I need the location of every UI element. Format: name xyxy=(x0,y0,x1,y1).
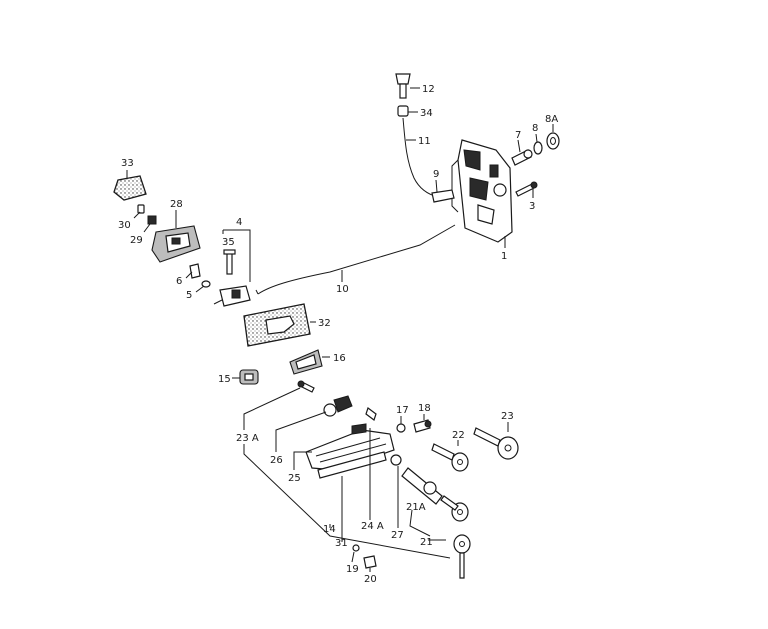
callout-29: 29 xyxy=(130,235,143,246)
callout-28: 28 xyxy=(170,199,183,210)
callout-30: 30 xyxy=(118,220,131,231)
lock-lever-part xyxy=(431,189,455,203)
nut-17-part xyxy=(396,423,406,433)
outer-handle-25-part xyxy=(305,423,395,471)
callout-23: 23 xyxy=(501,411,514,422)
washer-8a-part xyxy=(546,132,560,150)
screw-6-part xyxy=(189,263,201,279)
callout-17: 17 xyxy=(396,405,409,416)
callout-23a: 23 A xyxy=(236,433,259,444)
key-21a-part xyxy=(440,495,469,522)
callout-21a: 21A xyxy=(406,502,426,513)
callout-11: 11 xyxy=(418,136,431,147)
callout-18: 18 xyxy=(418,403,431,414)
callout-6: 6 xyxy=(176,276,182,287)
bolt-7-part xyxy=(511,149,533,166)
callout-9: 9 xyxy=(433,169,439,180)
key-22-part xyxy=(431,443,469,472)
lock-cylinder-part xyxy=(401,467,443,505)
callout-20: 20 xyxy=(364,574,377,585)
callout-7: 7 xyxy=(515,130,521,141)
pin-35-part xyxy=(223,249,236,275)
push-button-part xyxy=(395,73,411,99)
callout-24a: 24 A xyxy=(361,521,384,532)
callout-1: 1 xyxy=(501,251,507,262)
sleeve-part xyxy=(397,105,409,117)
key-23-part xyxy=(473,427,519,460)
cover-cap-part xyxy=(113,175,147,201)
clip-29-part xyxy=(147,215,157,225)
callout-35: 35 xyxy=(222,237,235,248)
screw-30-part xyxy=(137,204,145,214)
callout-19: 19 xyxy=(346,564,359,575)
callout-33: 33 xyxy=(121,158,134,169)
callout-15: 15 xyxy=(218,374,231,385)
screw-3-part xyxy=(515,181,538,197)
trim-ring-15-part xyxy=(239,369,259,385)
handle-seal-31-part xyxy=(317,451,387,479)
callout-25: 25 xyxy=(288,473,301,484)
bracket-26-part xyxy=(323,395,353,417)
connecting-rod-part xyxy=(255,224,456,295)
washer-5-part xyxy=(201,280,211,288)
callout-16: 16 xyxy=(333,353,346,364)
callout-26: 26 xyxy=(270,455,283,466)
washer-8-part xyxy=(533,141,543,155)
callout-27: 27 xyxy=(391,530,404,541)
screw-24a-part xyxy=(365,407,377,421)
callout-21: 21 xyxy=(420,537,433,548)
pull-rod-part xyxy=(402,117,439,198)
callout-10: 10 xyxy=(336,284,349,295)
callout-4: 4 xyxy=(236,217,242,228)
callout-3: 3 xyxy=(529,201,535,212)
clip-19-part xyxy=(352,544,360,552)
spring-27-part xyxy=(390,454,402,466)
callout-12: 12 xyxy=(422,84,435,95)
callout-8a: 8A xyxy=(545,114,558,125)
handle-bezel-part xyxy=(151,225,201,263)
padding-block-part xyxy=(243,303,311,347)
screw-20-part xyxy=(363,555,377,569)
callout-31: 31 xyxy=(335,538,348,549)
callout-32: 32 xyxy=(318,318,331,329)
door-lock-body-part xyxy=(451,139,513,243)
trim-ring-16-part xyxy=(289,349,323,375)
callout-5: 5 xyxy=(186,290,192,301)
callout-labels: 12 34 11 7 8 8A 9 3 1 33 28 30 29 4 35 6… xyxy=(118,84,558,585)
screw-23a-part xyxy=(297,380,315,393)
callout-8: 8 xyxy=(532,123,538,134)
screw-18-part xyxy=(413,419,432,433)
callout-22: 22 xyxy=(452,430,465,441)
callout-34: 34 xyxy=(420,108,433,119)
callout-14: 14 xyxy=(323,524,336,535)
leader-lines xyxy=(126,87,554,572)
key-21-part xyxy=(453,534,471,579)
handle-mechanism-part xyxy=(213,285,251,307)
